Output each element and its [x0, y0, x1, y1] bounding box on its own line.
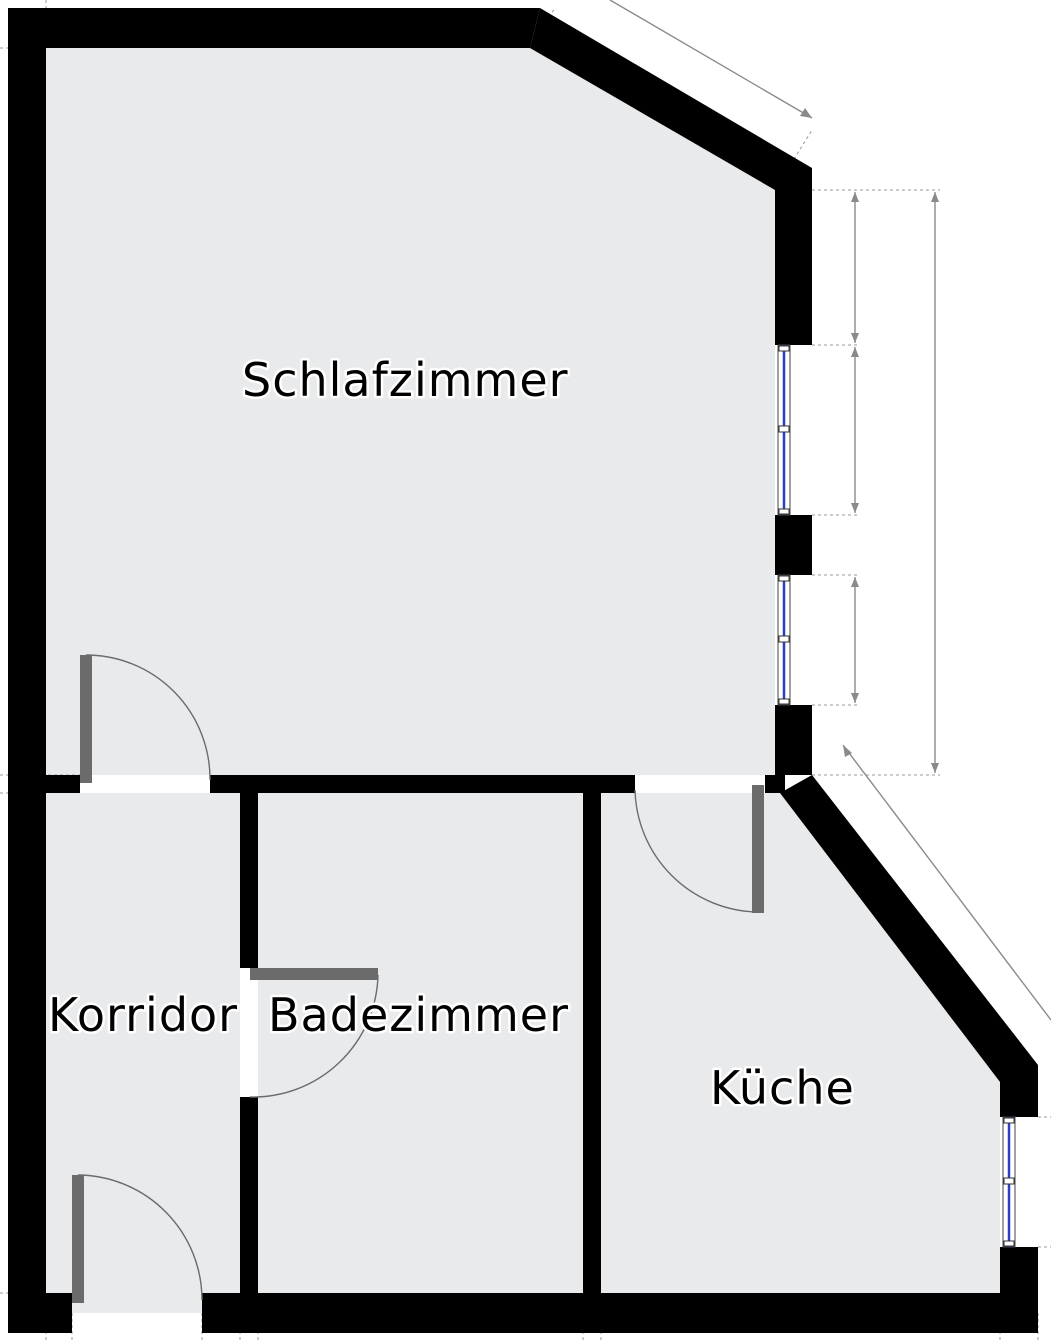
room-label-schlafzimmer: Schlafzimmer: [242, 353, 569, 407]
wall-bad-left-upper: [240, 793, 258, 968]
room-label-korridor: Korridor: [48, 988, 238, 1042]
door-kueche: [634, 785, 764, 913]
wall-diagonal-upper: [530, 8, 812, 190]
wall-bottom-left: [8, 1293, 72, 1333]
dimension-lines: [609, 0, 1051, 1021]
room-labels: Schlafzimmer Korridor Badezimmer Küche: [46, 351, 857, 1118]
doors: [72, 654, 764, 1303]
door-badezimmer: [249, 968, 379, 1098]
wall-right-corner: [765, 775, 785, 793]
floor-kueche: [601, 793, 1000, 1293]
room-label-badezimmer: Badezimmer: [268, 988, 569, 1042]
room-label-kueche: Küche: [710, 1061, 855, 1115]
door-eingang: [72, 1174, 203, 1303]
wall-diagonal-lower: [780, 775, 1038, 1082]
window-schlafzimmer-2: [777, 574, 791, 706]
floor-badezimmer: [258, 793, 583, 1293]
dimension-line: [609, 0, 813, 119]
wall-kueche-right-upper: [1000, 1065, 1038, 1117]
windows: [777, 344, 1016, 1248]
wall-interior-horizontal: [210, 775, 635, 793]
wall-top: [8, 8, 540, 48]
walls: [8, 8, 1038, 1333]
door-schlafzimmer-korridor: [80, 654, 211, 783]
floors: [46, 48, 1000, 1313]
wall-left: [8, 8, 46, 1333]
wall-interior-left: [46, 775, 80, 793]
window-schlafzimmer-1: [777, 344, 791, 516]
floor-korridor: [46, 793, 240, 1293]
window-kueche: [1002, 1116, 1016, 1248]
dimension-line: [842, 744, 1051, 1021]
wall-right-pier: [775, 515, 812, 575]
wall-bad-right: [583, 793, 601, 1293]
wall-right-lower: [775, 705, 812, 775]
wall-bottom-right: [202, 1293, 1038, 1333]
wall-bad-left-lower: [240, 1097, 258, 1293]
wall-right-upper: [775, 190, 812, 345]
floor-entrance-threshold: [72, 1293, 202, 1313]
floor-schlafzimmer: [46, 48, 775, 775]
